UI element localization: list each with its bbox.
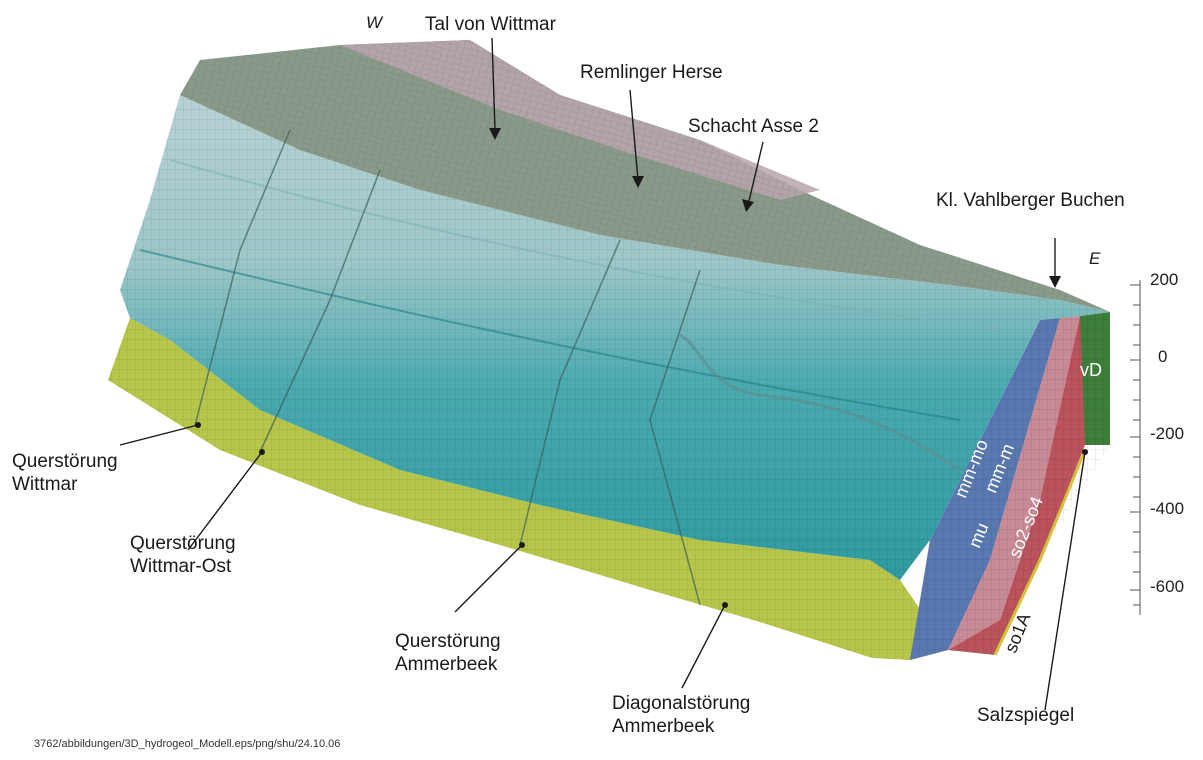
depth-tick-label: -200	[1150, 424, 1185, 443]
label-line-2: Ammerbeek	[395, 654, 498, 675]
leader-lines	[119, 37, 1086, 711]
main-block-front	[120, 95, 1110, 580]
layer-label-vd: vD	[1080, 360, 1102, 380]
file-path-footer: 3762/abbildungen/3D_hydrogeol_Modell.eps…	[34, 738, 341, 750]
label-kl-vahlberger-buchen: Kl. Vahlberger Buchen	[936, 190, 1125, 211]
label-line-1: Querstörung	[130, 533, 236, 554]
label-line-1: Querstörung	[12, 451, 118, 472]
west-direction-label: W	[366, 13, 383, 32]
fault-lines	[194, 129, 701, 606]
depth-tick-label: 0	[1158, 347, 1168, 366]
depth-scale	[1130, 280, 1141, 615]
label-schacht-asse-2: Schacht Asse 2	[688, 116, 819, 137]
label-tal-von-wittmar: Tal von Wittmar	[425, 14, 556, 35]
right-end-layers	[910, 312, 1110, 660]
label-line-1: Diagonalstörung	[612, 693, 751, 714]
east-direction-label: E	[1089, 249, 1101, 268]
depth-tick-label: 200	[1150, 270, 1179, 289]
label-remlinger-herse: Remlinger Herse	[580, 62, 723, 83]
base-layer-yellow	[108, 318, 948, 660]
leader-dots	[195, 422, 1088, 608]
label-line-1: Querstörung	[395, 631, 501, 652]
leader-arrowheads	[489, 128, 1061, 288]
depth-tick-label: -400	[1150, 499, 1185, 518]
depth-tick-label: -600	[1150, 577, 1185, 596]
label-salzspiegel: Salzspiegel	[977, 705, 1075, 726]
top-surface	[180, 40, 1110, 312]
label-line-2: Ammerbeek	[612, 716, 715, 737]
label-line-2: Wittmar-Ost	[130, 556, 232, 577]
label-line-2: Wittmar	[12, 474, 78, 495]
